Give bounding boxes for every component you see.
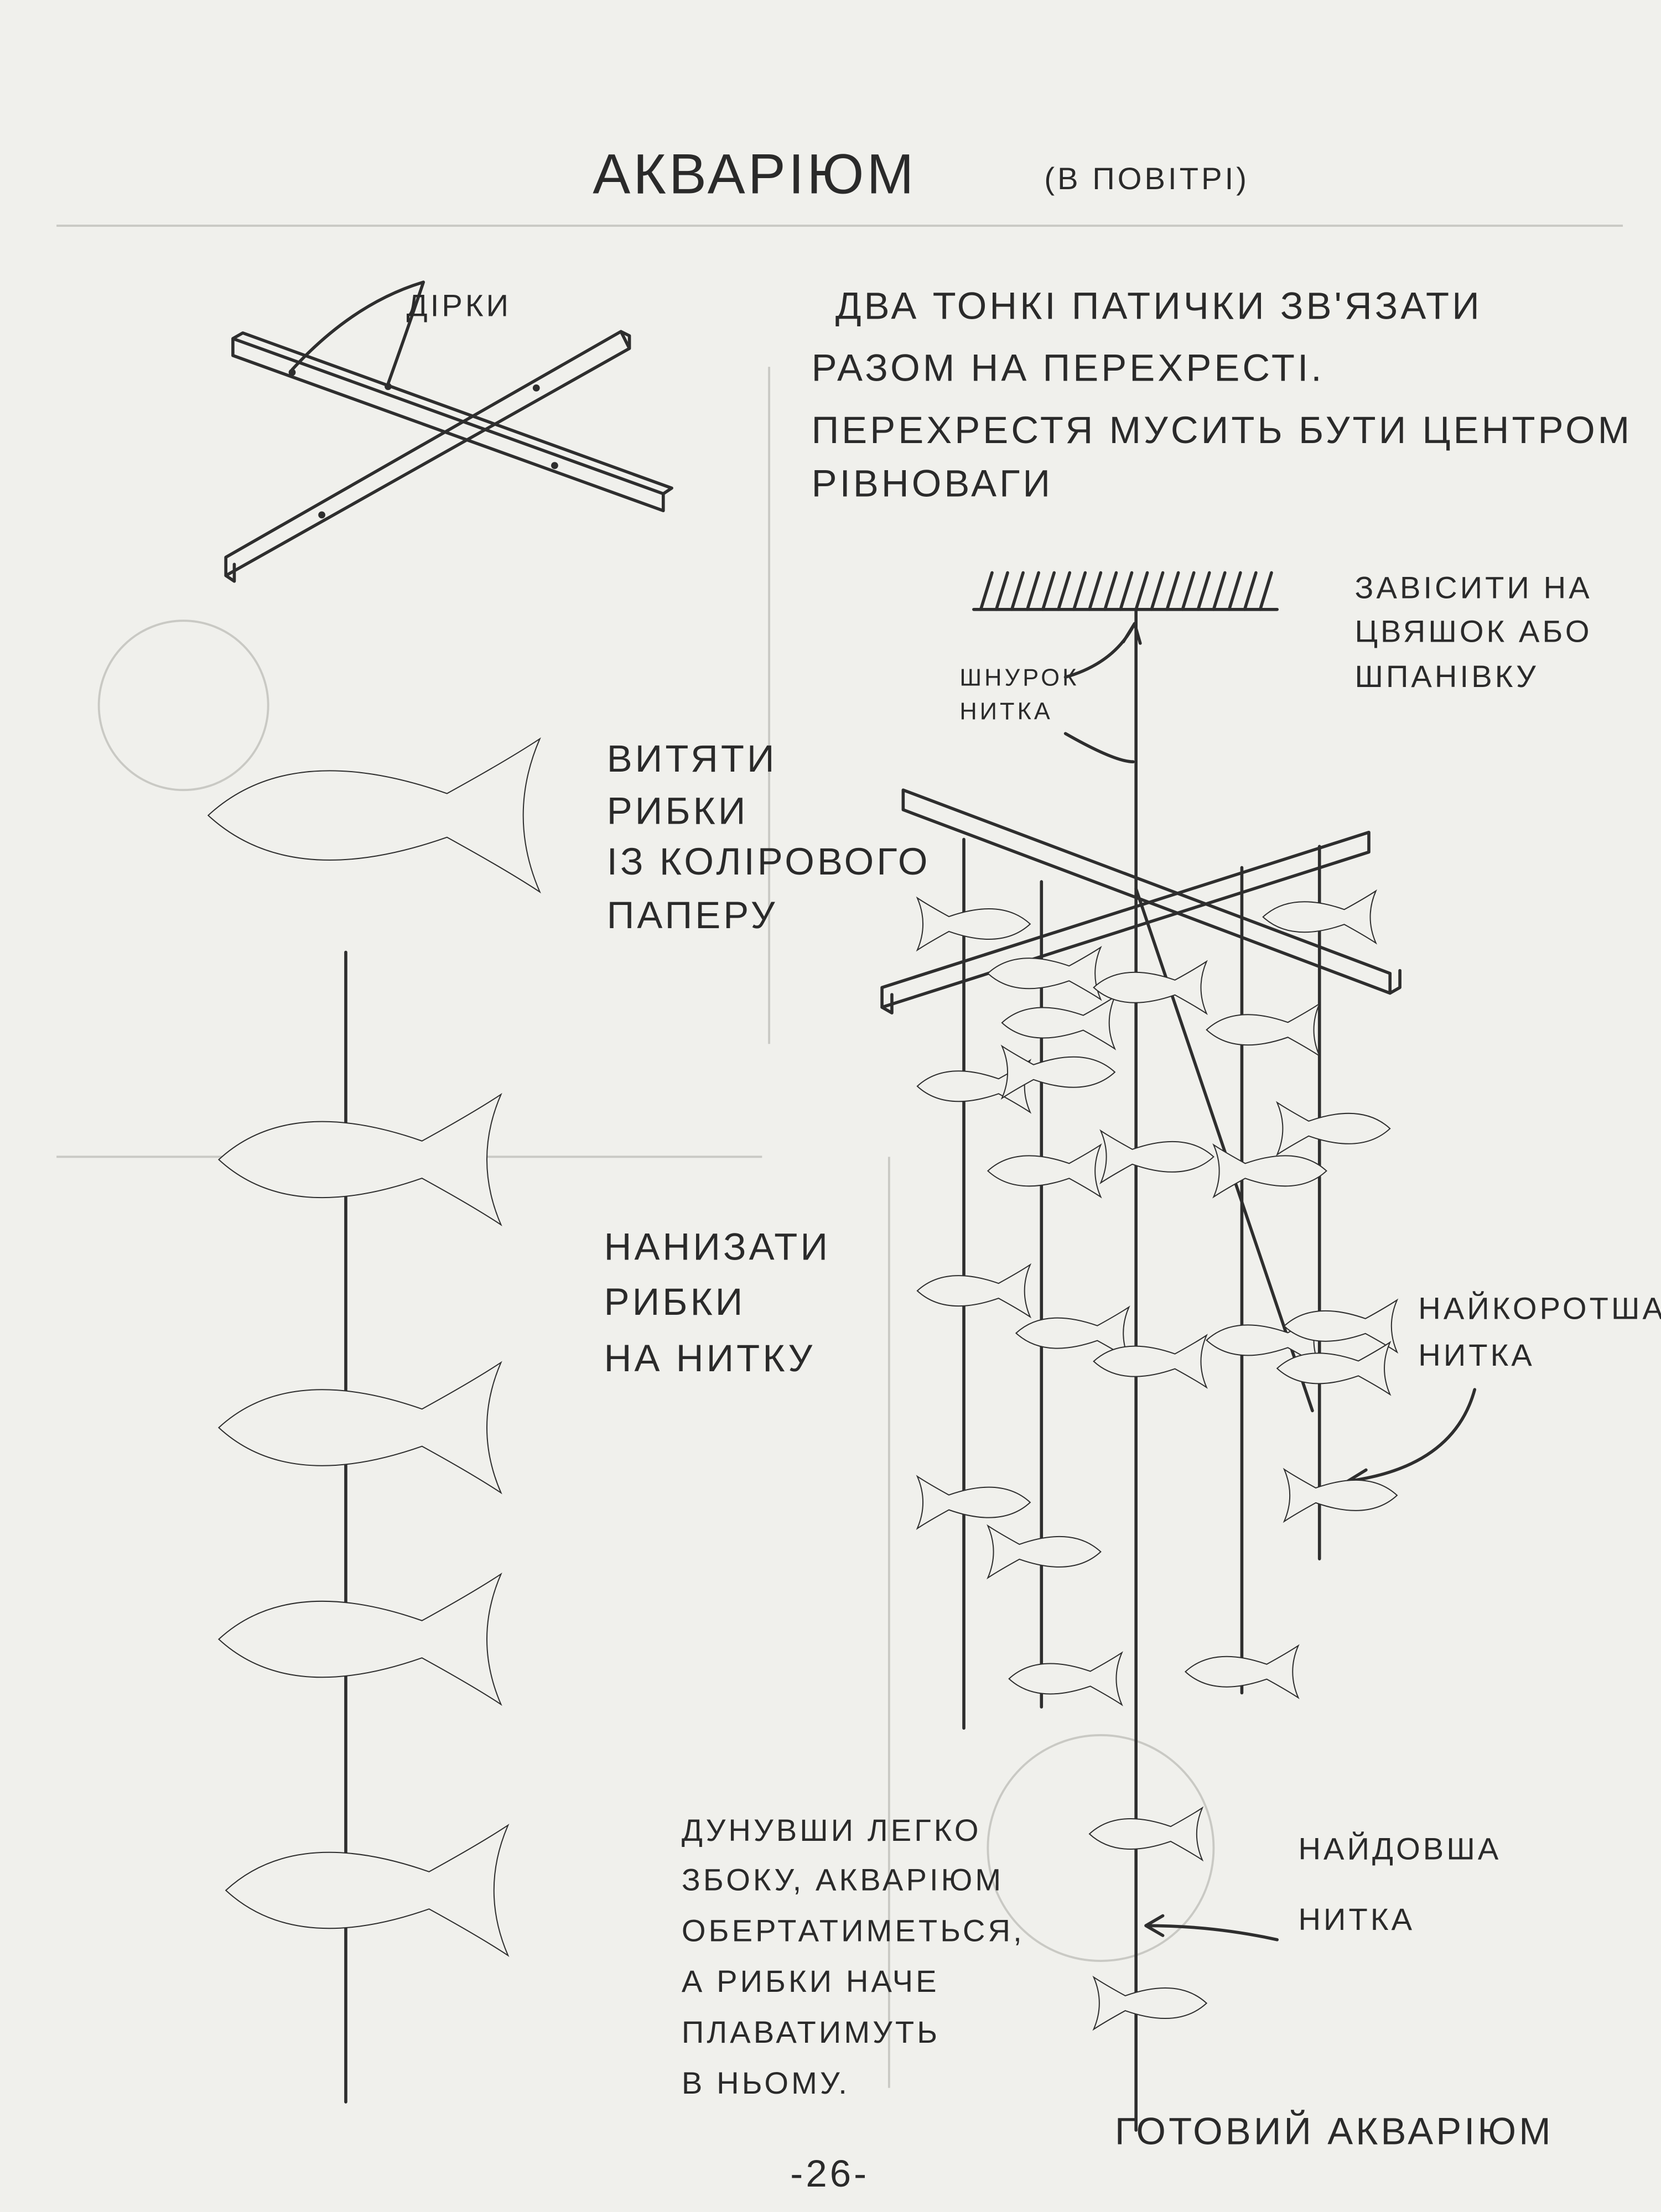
- svg-text:НАНИЗАТИ: НАНИЗАТИ: [604, 1225, 830, 1268]
- label-holes: ДІРКИ: [407, 288, 512, 322]
- svg-text:ЗАВІСИТИ НА: ЗАВІСИТИ НА: [1354, 570, 1592, 605]
- label-longest-thread: НАЙДОВША НИТКА: [1144, 1831, 1501, 1942]
- ceiling-hatch: [1165, 571, 1180, 611]
- svg-text:НИТКА: НИТКА: [1418, 1337, 1535, 1372]
- fish-icon: [226, 1825, 508, 1956]
- fish-icon: [917, 1476, 1030, 1528]
- ceiling-hatch: [1025, 571, 1040, 611]
- svg-text:НАЙКОРОТША: НАЙКОРОТША: [1418, 1291, 1661, 1326]
- svg-text:НИТКА: НИТКА: [1298, 1902, 1415, 1937]
- fish-icon: [1094, 1335, 1207, 1387]
- fish-icon: [917, 1264, 1030, 1316]
- fish-icon: [1284, 1300, 1397, 1352]
- fish-icon: [1016, 1307, 1129, 1359]
- step-hang: ЗАВІСИТИ НА ЦВЯШОК АБО ШПАНІВКУ: [1354, 570, 1592, 694]
- label-shortest-thread: НАЙКОРОТША НИТКА: [1346, 1291, 1661, 1495]
- svg-text:РИБКИ: РИБКИ: [607, 789, 749, 832]
- svg-text:РИБКИ: РИБКИ: [604, 1281, 746, 1323]
- svg-text:НАЙДОВША: НАЙДОВША: [1298, 1831, 1501, 1866]
- ceiling-hatch: [1258, 571, 1273, 611]
- ceiling-hatch: [1181, 571, 1196, 611]
- fish-icon: [1284, 1469, 1397, 1521]
- ceiling-hatch: [1212, 571, 1227, 611]
- ceiling-hatch: [1041, 571, 1056, 611]
- svg-text:ДУНУВШИ ЛЕГКО: ДУНУВШИ ЛЕГКО: [682, 1813, 982, 1847]
- svg-text:НИТКА: НИТКА: [959, 699, 1053, 725]
- label-cord: ШНУРОК НИТКА: [959, 664, 1079, 725]
- step-string-fish: НАНИЗАТИ РИБКИ НА НИТКУ: [604, 1225, 830, 1380]
- fish-icon: [988, 1145, 1101, 1197]
- fish-icon: [1094, 1977, 1207, 2029]
- svg-text:ІЗ КОЛІРОВОГО: ІЗ КОЛІРОВОГО: [607, 840, 931, 883]
- svg-text:ДВА ТОНКІ ПАТИЧКИ ЗВ'ЯЗАТИ: ДВА ТОНКІ ПАТИЧКИ ЗВ'ЯЗАТИ: [835, 284, 1482, 327]
- crossed-sticks-diagram: [224, 280, 673, 583]
- fish-icon: [219, 1574, 501, 1705]
- svg-text:ЗБОКУ, АКВАРІЮМ: ЗБОКУ, АКВАРІЮМ: [682, 1862, 1004, 1897]
- svg-text:НА НИТКУ: НА НИТКУ: [604, 1337, 816, 1380]
- svg-text:РАЗОМ НА ПЕРЕХРЕСТІ.: РАЗОМ НА ПЕРЕХРЕСТІ.: [812, 347, 1325, 389]
- page-subtitle: (В ПОВІТРІ): [1044, 161, 1249, 196]
- ceiling-hatch: [1150, 571, 1165, 611]
- svg-text:ШНУРОК: ШНУРОК: [959, 664, 1079, 691]
- svg-text:ШПАНІВКУ: ШПАНІВКУ: [1354, 659, 1538, 694]
- step-cut-fish: ВИТЯТИ РИБКИ ІЗ КОЛІРОВОГО ПАПЕРУ: [607, 737, 931, 936]
- fish-icon: [1002, 1046, 1115, 1098]
- fish-icon: [1213, 1145, 1326, 1197]
- ceiling-hatch: [1119, 571, 1134, 611]
- svg-text:ПЛАВАТИМУТЬ: ПЛАВАТИМУТЬ: [682, 2015, 940, 2049]
- svg-text:РІВНОВАГИ: РІВНОВАГИ: [812, 462, 1053, 505]
- page-number: -26-: [790, 2152, 869, 2195]
- fish-icon: [1263, 891, 1376, 943]
- svg-text:ПЕРЕХРЕСТЯ МУСИТЬ БУТИ ЦЕНТРОМ: ПЕРЕХРЕСТЯ МУСИТЬ БУТИ ЦЕНТРОМ: [812, 409, 1633, 451]
- ceiling-hatch: [1072, 571, 1087, 611]
- ceiling-hatch: [1057, 571, 1072, 611]
- ceiling-hatch: [1103, 571, 1118, 611]
- ceiling-hatch: [1196, 571, 1211, 611]
- label-finished-aquarium: ГОТОВИЙ АКВАРІЮМ: [1115, 2110, 1554, 2153]
- fish-icon: [1207, 1004, 1320, 1056]
- svg-text:ЦВЯШОК АБО: ЦВЯШОК АБО: [1354, 613, 1592, 648]
- fish-icon: [1089, 1808, 1202, 1860]
- svg-text:ОБЕРТАТИМЕТЬСЯ,: ОБЕРТАТИМЕТЬСЯ,: [682, 1913, 1025, 1948]
- fish-icon: [219, 1095, 501, 1225]
- fish-icon: [917, 1060, 1030, 1112]
- svg-text:ВИТЯТИ: ВИТЯТИ: [607, 737, 777, 780]
- fish-icon: [917, 898, 1030, 950]
- fish-icon: [1277, 1102, 1390, 1154]
- fish-icon: [1185, 1646, 1298, 1698]
- fish-icon: [1094, 961, 1207, 1013]
- fish-icon: [1277, 1342, 1390, 1394]
- ceiling-hatch: [979, 571, 994, 611]
- step-tie-sticks: ДВА ТОНКІ ПАТИЧКИ ЗВ'ЯЗАТИ РАЗОМ НА ПЕРЕ…: [812, 284, 1633, 505]
- ceiling-hatch: [1243, 571, 1258, 611]
- fish-icon: [219, 1362, 501, 1493]
- ceiling-hatch: [1088, 571, 1103, 611]
- svg-text:А РИБКИ НАЧЕ: А РИБКИ НАЧЕ: [682, 1964, 939, 1998]
- fish-icon: [1101, 1131, 1213, 1183]
- ceiling-hatch: [994, 571, 1009, 611]
- page-title: АКВАРІЮМ: [593, 142, 916, 205]
- fish-icon: [208, 739, 539, 892]
- svg-text:В НЬОМУ.: В НЬОМУ.: [682, 2065, 850, 2100]
- ceiling-hatch: [1010, 571, 1025, 611]
- fish-icon: [1002, 997, 1115, 1049]
- svg-text:ПАПЕРУ: ПАПЕРУ: [607, 894, 778, 936]
- ceiling-hatch: [1134, 571, 1149, 611]
- fish-layer: [208, 739, 1397, 2029]
- ceiling-hatch: [1227, 571, 1242, 611]
- fish-icon: [1009, 1653, 1122, 1705]
- fish-icon: [988, 948, 1101, 1000]
- step-blow: ДУНУВШИ ЛЕГКО ЗБОКУ, АКВАРІЮМ ОБЕРТАТИМЕ…: [682, 1813, 1025, 2100]
- fish-icon: [988, 1526, 1101, 1578]
